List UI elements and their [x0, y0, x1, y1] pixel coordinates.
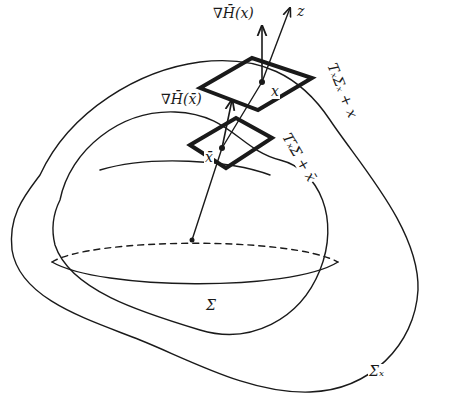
ray-to-x — [222, 82, 262, 148]
point-label: x̄ — [204, 150, 214, 165]
tangent-plane-x-bar — [190, 118, 272, 168]
equator-front — [52, 262, 338, 284]
tangent-plane-x — [200, 58, 312, 110]
outer-surface — [11, 61, 418, 392]
surface-label: Σ — [205, 298, 217, 313]
point-x-bar — [219, 145, 225, 151]
gradient-label: ∇H̄(x) — [212, 6, 255, 21]
plane-label: Tₓ̄Σ + x̄ — [279, 130, 320, 185]
gradient-label: ∇H̄(x̄) — [160, 92, 203, 107]
axis-label: z — [296, 4, 305, 19]
inner-surface — [53, 112, 328, 334]
point-label: x — [270, 84, 280, 99]
plane-label: TₓΣₓ + x — [324, 60, 361, 121]
surface-label: Σₓ — [368, 364, 385, 379]
point-x — [259, 79, 265, 85]
origin-dot — [190, 238, 195, 243]
gradient-x — [261, 26, 263, 82]
equator-back — [52, 243, 338, 262]
outer-contour — [100, 161, 270, 175]
